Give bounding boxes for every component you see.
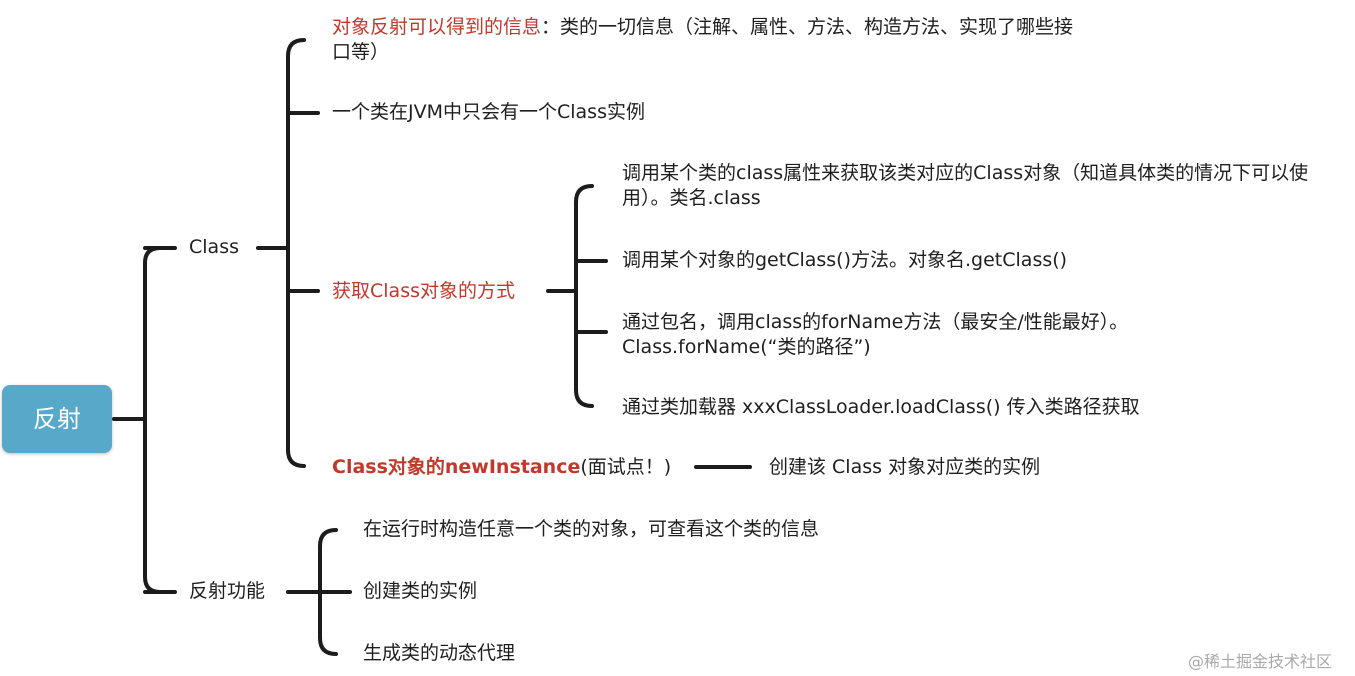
function-item-2[interactable]: 创建类的实例 xyxy=(363,580,478,602)
new-instance-node[interactable]: Class对象的newInstance(面试点！) xyxy=(332,455,671,480)
bracket-class xyxy=(286,38,306,468)
new-instance-title: Class对象的newInstance xyxy=(332,456,581,478)
reflection-info-node[interactable]: 对象反射可以得到的信息：类的一切信息（注解、属性、方法、构造方法、实现了哪些接口… xyxy=(332,15,1082,65)
get-class-method-3[interactable]: 通过包名，调用class的forName方法（最安全/性能最好）。Class.f… xyxy=(622,311,1129,358)
function-item-3[interactable]: 生成类的动态代理 xyxy=(363,642,516,664)
bracket-root xyxy=(143,246,162,594)
bracket-getclass xyxy=(574,184,594,408)
new-instance-desc[interactable]: 创建该 Class 对象对应类的实例 xyxy=(769,456,1041,478)
reflection-info-text: ：类的一切信息（注解、属性、方法、构造方法、实现了哪些接口等） xyxy=(332,16,1074,63)
get-class-method-2[interactable]: 调用某个对象的getClass()方法。对象名.getClass() xyxy=(622,249,1068,271)
reflection-info-title: 对象反射可以得到的信息 xyxy=(332,16,542,38)
function-node[interactable]: 反射功能 xyxy=(189,580,266,602)
watermark: @稀土掘金技术社区 xyxy=(1188,652,1333,671)
get-class-method-1[interactable]: 调用某个类的class属性来获取该类对应的Class对象（知道具体类的情况下可以… xyxy=(622,162,1309,209)
get-class-method-4[interactable]: 通过类加载器 xxxClassLoader.loadClass() 传入类路径获… xyxy=(622,396,1140,418)
root-node[interactable]: 反射 xyxy=(2,385,112,453)
get-class-node[interactable]: 获取Class对象的方式 xyxy=(332,280,515,302)
new-instance-note: (面试点！) xyxy=(580,456,672,478)
class-node[interactable]: Class xyxy=(189,236,239,258)
single-instance-node[interactable]: 一个类在JVM中只会有一个Class实例 xyxy=(332,101,645,123)
function-item-1[interactable]: 在运行时构造任意一个类的对象，可查看这个类的信息 xyxy=(363,518,820,540)
